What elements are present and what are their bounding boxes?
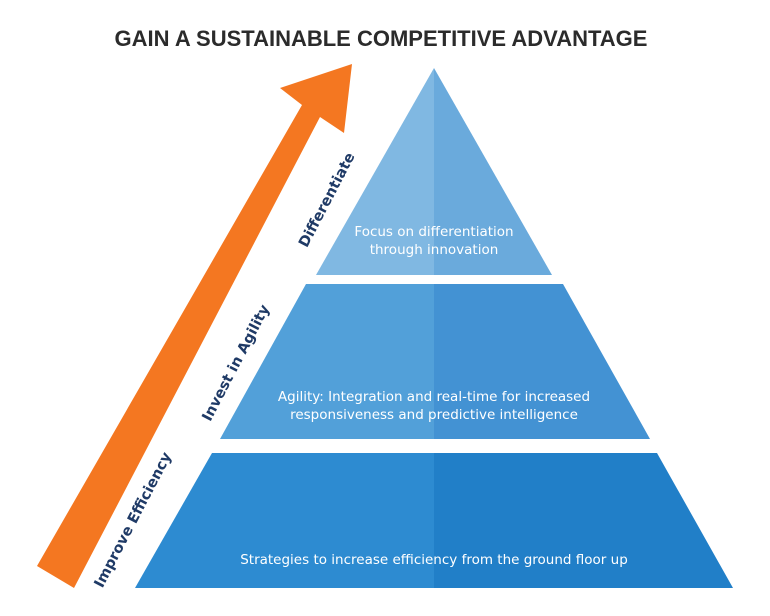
arrow-shape (37, 64, 352, 588)
page-title: GAIN A SUSTAINABLE COMPETITIVE ADVANTAGE (115, 26, 648, 51)
tier-top-left-face (316, 68, 434, 275)
tier-top-text-line-1: Focus on differentiation (354, 224, 513, 240)
tier-top-right-face (434, 68, 552, 275)
tier-bottom-right-face (434, 453, 733, 588)
tier-middle-text-line-1: Agility: Integration and real-time for i… (278, 389, 590, 405)
pyramid-tier-bottom: Strategies to increase efficiency from t… (135, 453, 733, 588)
tier-middle-right-face (434, 284, 650, 439)
growth-arrow (37, 64, 352, 588)
tier-bottom-left-face (135, 453, 434, 588)
tier-top-text-line-2: through innovation (370, 242, 499, 258)
tier-middle-text-line-2: responsiveness and predictive intelligen… (290, 407, 578, 423)
pyramid-tier-middle: Agility: Integration and real-time for i… (220, 284, 650, 439)
tier-middle-left-face (220, 284, 434, 439)
tier-bottom-text-line-1: Strategies to increase efficiency from t… (240, 552, 628, 568)
pyramid-tier-top: Focus on differentiation through innovat… (316, 68, 552, 275)
